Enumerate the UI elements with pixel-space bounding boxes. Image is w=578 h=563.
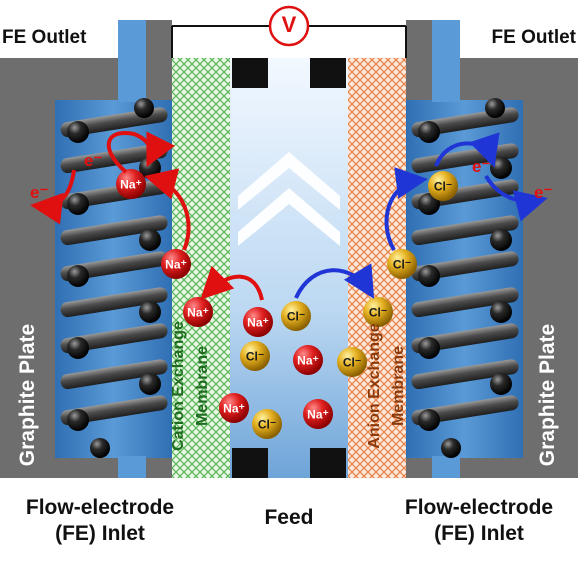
svg-text:Na⁺: Na⁺ <box>165 258 187 272</box>
electron-label-left-outer: e⁻ <box>30 183 48 202</box>
sodium-ion: Na⁺ <box>183 297 213 327</box>
svg-text:Na⁺: Na⁺ <box>223 402 245 416</box>
carbon-particle <box>490 157 512 179</box>
svg-text:Na⁺: Na⁺ <box>247 316 269 330</box>
chloride-adsorption-arrow <box>384 167 428 251</box>
electron-exit-arrow-left <box>30 169 76 225</box>
svg-text:Cl⁻: Cl⁻ <box>246 350 264 364</box>
voltmeter-label: V <box>281 12 297 37</box>
carbon-particle <box>418 409 440 431</box>
sodium-ion: Na⁺ <box>293 345 323 375</box>
carbon-rod <box>411 215 519 246</box>
electron-cycle-arrow-left <box>106 131 176 174</box>
sodium-adsorption-arrow <box>144 168 191 251</box>
fe-outlet-left-label: FE Outlet <box>2 27 87 48</box>
carbon-particle <box>139 229 161 251</box>
chloride-ion: Cl⁻ <box>363 297 393 327</box>
carbon-particle <box>67 337 89 359</box>
electron-cycle-arrow-right <box>434 132 500 168</box>
sodium-ion: Na⁺ <box>116 169 146 199</box>
chloride-transport-arrow <box>294 263 375 299</box>
graphite-plate-right-label: Graphite Plate <box>536 323 559 467</box>
electron-label-right-outer: e⁻ <box>534 183 552 202</box>
chloride-ion: Cl⁻ <box>387 249 417 279</box>
electron-label-left-inner: e⁻ <box>84 151 102 170</box>
chloride-ion: Cl⁻ <box>240 341 270 371</box>
carbon-rod <box>60 359 168 390</box>
fe-outlet-right-label: FE Outlet <box>491 27 576 48</box>
fe-inlet-left-label-line2: (FE) Inlet <box>55 522 145 545</box>
carbon-particle <box>490 373 512 395</box>
carbon-particle <box>139 373 161 395</box>
carbon-particle <box>139 301 161 323</box>
svg-text:Cl⁻: Cl⁻ <box>258 418 276 432</box>
fe-inlet-right-label-line2: (FE) Inlet <box>434 522 524 545</box>
chloride-ion: Cl⁻ <box>337 347 367 377</box>
carbon-particle <box>418 265 440 287</box>
svg-text:Cl⁻: Cl⁻ <box>393 258 411 272</box>
svg-text:Cl⁻: Cl⁻ <box>343 356 361 370</box>
carbon-particle <box>134 98 154 118</box>
svg-text:Cl⁻: Cl⁻ <box>287 310 305 324</box>
sodium-ion: Na⁺ <box>161 249 191 279</box>
fe-inlet-left-label-line1: Flow-electrode <box>25 496 175 519</box>
carbon-particle <box>418 121 440 143</box>
svg-text:Na⁺: Na⁺ <box>120 178 142 192</box>
sodium-ion: Na⁺ <box>303 399 333 429</box>
cem-label-line2: Membrane <box>194 345 211 427</box>
carbon-particle <box>90 438 110 458</box>
carbon-particle <box>490 301 512 323</box>
electron-exit-arrow-right <box>484 174 548 222</box>
chloride-ion: Cl⁻ <box>428 171 458 201</box>
carbon-particle <box>485 98 505 118</box>
carbon-particle <box>67 265 89 287</box>
external-circuit <box>171 25 407 58</box>
graphite-plate-left-label: Graphite Plate <box>16 323 39 467</box>
svg-text:Cl⁻: Cl⁻ <box>434 180 452 194</box>
carbon-particle <box>67 121 89 143</box>
feed-label: Feed <box>264 506 314 529</box>
chloride-ion: Cl⁻ <box>281 301 311 331</box>
svg-text:Cl⁻: Cl⁻ <box>369 306 387 320</box>
carbon-rod <box>60 215 168 246</box>
sodium-transport-arrow <box>200 265 264 301</box>
fe-inlet-right-label-line1: Flow-electrode <box>404 496 554 519</box>
aem-label-line1: Anion Exchange <box>366 323 383 449</box>
carbon-rod <box>411 287 519 318</box>
chloride-ion: Cl⁻ <box>252 409 282 439</box>
carbon-rod <box>60 287 168 318</box>
electron-label-right-inner: e⁻ <box>472 157 490 176</box>
aem-label-line2: Membrane <box>390 345 407 427</box>
sodium-ion: Na⁺ <box>219 393 249 423</box>
voltmeter-icon <box>268 5 310 47</box>
carbon-rod <box>411 359 519 390</box>
svg-text:Na⁺: Na⁺ <box>187 306 209 320</box>
cem-label-line1: Cation Exchange <box>170 321 187 451</box>
carbon-particle <box>418 337 440 359</box>
carbon-particle <box>67 409 89 431</box>
svg-text:Na⁺: Na⁺ <box>297 354 319 368</box>
sodium-ion: Na⁺ <box>243 307 273 337</box>
carbon-particle <box>441 438 461 458</box>
carbon-particle <box>490 229 512 251</box>
carbon-particle <box>67 193 89 215</box>
svg-text:Na⁺: Na⁺ <box>307 408 329 422</box>
